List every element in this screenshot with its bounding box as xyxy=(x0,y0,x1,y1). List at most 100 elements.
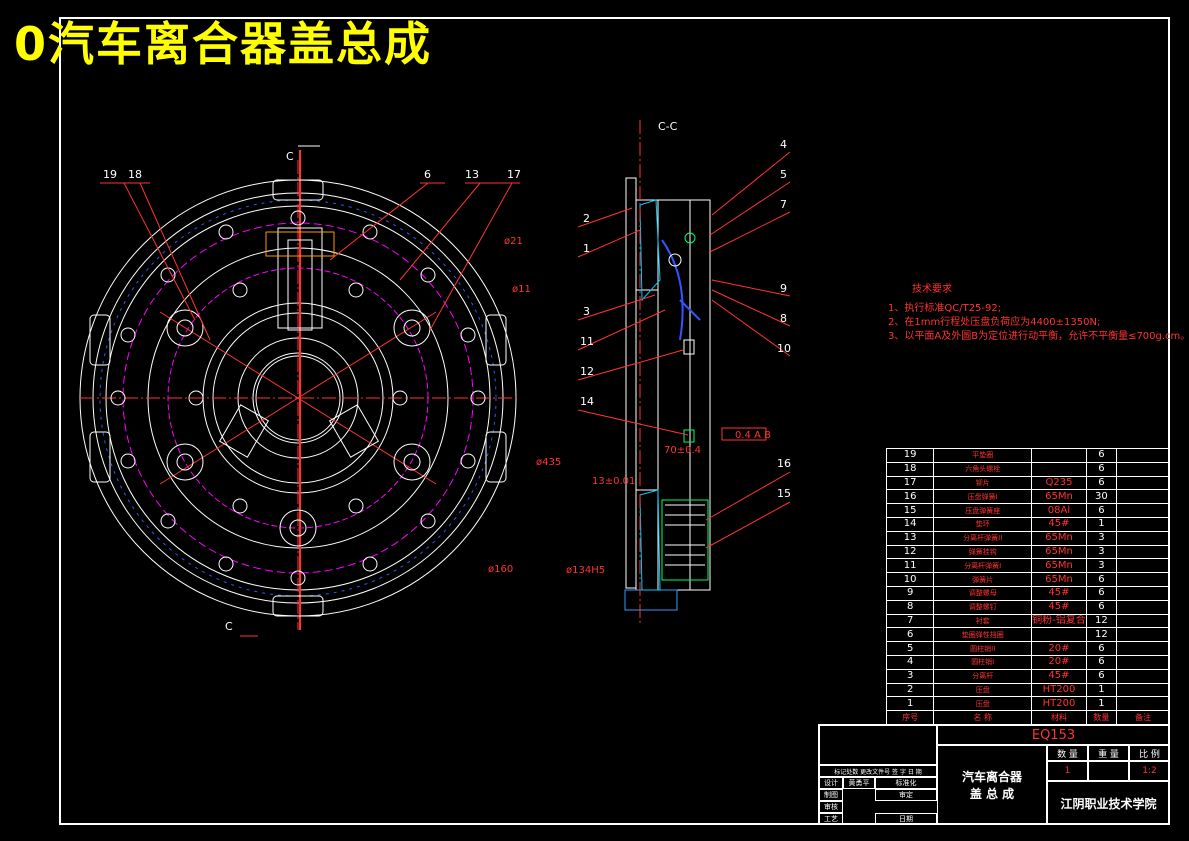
bom-cell-material: 45# xyxy=(1031,599,1087,615)
balloon-1: 1 xyxy=(583,242,590,255)
bom-cell-qty: 6 xyxy=(1085,572,1118,587)
bom-cell-material: 铜粉-铝复合 xyxy=(1031,613,1087,629)
bom-cell-qty: 6 xyxy=(1085,448,1118,463)
bom-header-remark: 备注 xyxy=(1116,710,1170,725)
bom-cell-remark xyxy=(1116,585,1170,601)
bom-cell-qty: 12 xyxy=(1085,627,1118,643)
scale-value: 1:2 xyxy=(1129,761,1170,781)
bom-cell-name: 压盘弹簧座 xyxy=(933,503,1033,518)
bom-cell-no: 8 xyxy=(885,599,935,615)
bom-cell-qty: 6 xyxy=(1085,585,1118,601)
weight-value xyxy=(1088,761,1129,781)
bom-cell-qty: 6 xyxy=(1085,599,1118,615)
bom-cell-no: 12 xyxy=(885,544,935,560)
balloon-3: 3 xyxy=(583,305,590,318)
bom-cell-qty: 6 xyxy=(1085,503,1118,518)
bom-cell-no: 17 xyxy=(885,475,935,491)
bom-cell-name: 压盘 xyxy=(933,682,1033,698)
tech-req-line-3: 3、以平面A及外圆B为定位进行动平衡，允许不平衡量≤700g.cm。 xyxy=(888,329,1189,342)
bom-cell-material: 08Al xyxy=(1031,503,1087,518)
bom-cell-material: 20# xyxy=(1031,641,1087,656)
qty-label: 数 量 xyxy=(1047,745,1088,761)
bom-header-qty: 数量 xyxy=(1085,710,1118,725)
bom-cell-qty: 3 xyxy=(1085,530,1118,546)
bom-cell-qty: 6 xyxy=(1085,668,1118,684)
bom-cell-remark xyxy=(1116,461,1170,477)
bom-cell-material: 45# xyxy=(1031,668,1087,684)
bom-cell-qty: 6 xyxy=(1085,654,1118,670)
bom-cell-remark xyxy=(1116,613,1170,629)
bom-cell-material xyxy=(1031,627,1087,643)
bom-cell-material: 65Mn xyxy=(1031,489,1087,505)
bom-cell-name: 调整螺母 xyxy=(933,585,1033,601)
bom-cell-material: 65Mn xyxy=(1031,572,1087,587)
dim-d160: ø160 xyxy=(488,564,513,575)
bom-cell-no: 4 xyxy=(885,654,935,670)
bom-cell-material xyxy=(1031,448,1087,463)
gdt-frame xyxy=(721,427,767,441)
balloon-7: 7 xyxy=(780,198,787,211)
date-label: 日期 xyxy=(875,813,937,825)
part-name-cell: 汽车离合器 盖 总 成 xyxy=(937,745,1047,825)
section-view-leaders xyxy=(577,151,791,549)
bom-cell-remark xyxy=(1116,682,1170,698)
bom-cell-no: 7 xyxy=(885,613,935,629)
dim-d435: ø435 xyxy=(536,457,561,468)
bom-cell-no: 19 xyxy=(885,448,935,463)
bom-cell-name: 分离杆弹簧II xyxy=(933,530,1033,546)
section-mark-bottom: C xyxy=(225,620,233,633)
bom-cell-no: 3 xyxy=(885,668,935,684)
bom-cell-qty: 6 xyxy=(1085,475,1118,491)
bom-cell-name: 压盘弹簧I xyxy=(933,489,1033,505)
bom-cell-qty: 3 xyxy=(1085,544,1118,560)
bom-cell-no: 15 xyxy=(885,503,935,518)
bom-cell-remark xyxy=(1116,668,1170,684)
balloon-2: 2 xyxy=(583,212,590,225)
bom-cell-material: 65Mn xyxy=(1031,558,1087,574)
bom-cell-material: 20# xyxy=(1031,654,1087,670)
balloon-19: 19 xyxy=(103,168,117,181)
balloon-12: 12 xyxy=(580,365,594,378)
bom-cell-qty: 3 xyxy=(1085,558,1118,574)
revision-grid xyxy=(819,725,937,765)
bom-cell-remark xyxy=(1116,641,1170,656)
designer-name: 黄勇平 xyxy=(843,777,875,789)
dim-d134: ø134H5 xyxy=(566,565,605,576)
bom-cell-name: 六角头螺栓 xyxy=(933,461,1033,477)
process-label: 工艺 xyxy=(819,813,843,825)
gdt-tolerance: 0.4 A B xyxy=(735,430,771,441)
part-name-2: 盖 总 成 xyxy=(969,787,1015,801)
bom-header-material: 材料 xyxy=(1031,710,1087,725)
bom-cell-name: 分离杆弹簧I xyxy=(933,558,1033,574)
bom-cell-remark xyxy=(1116,503,1170,518)
front-view xyxy=(79,145,520,637)
bom-cell-name: 弹簧挂钩 xyxy=(933,544,1033,560)
bom-cell-name: 弹簧片 xyxy=(933,572,1033,587)
drawing-title: 0汽车离合器盖总成 xyxy=(14,17,433,71)
draw-label: 制图 xyxy=(819,789,843,801)
bom-cell-remark xyxy=(1116,654,1170,670)
bom-cell-no: 18 xyxy=(885,461,935,477)
balloon-13: 13 xyxy=(465,168,479,181)
revision-header: 标记处数 更改文件号 签 字 日 期 xyxy=(819,765,937,777)
bom-cell-material: 45# xyxy=(1031,585,1087,601)
bom-cell-qty: 1 xyxy=(1085,516,1118,532)
bom-cell-no: 9 xyxy=(885,585,935,601)
balloon-15: 15 xyxy=(777,487,791,500)
bom-cell-no: 11 xyxy=(885,558,935,574)
section-mark-top: C xyxy=(286,150,294,163)
